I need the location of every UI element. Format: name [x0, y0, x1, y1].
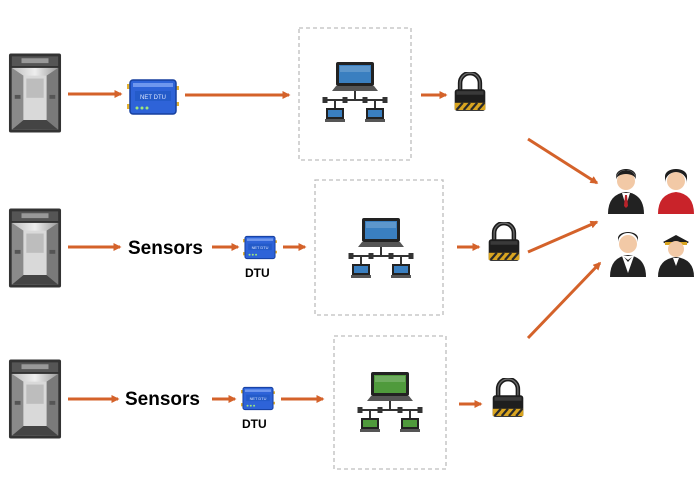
arrow: [527, 220, 599, 254]
arrow: [526, 261, 602, 340]
dtu-label: DTU: [245, 266, 270, 280]
network-icon: [348, 218, 414, 278]
network-box-3: [333, 335, 447, 470]
users-group: [608, 169, 694, 277]
elevator-icon: [8, 359, 62, 439]
dtu-label: DTU: [242, 417, 267, 431]
person-icon: [658, 235, 694, 277]
dtu-device-icon: [241, 386, 275, 411]
network-icon: [322, 62, 388, 122]
person-icon: [658, 169, 694, 214]
sensors-label: Sensors: [128, 238, 203, 259]
arrow: [527, 137, 599, 185]
network-box-2: [314, 179, 444, 316]
lock-icon: [489, 223, 520, 261]
dtu-device-icon: [243, 235, 277, 260]
lock-icon: [493, 379, 524, 417]
network-box-1: [298, 27, 412, 161]
person-icon: [608, 169, 644, 214]
sensors-label: Sensors: [125, 389, 200, 410]
network-icon: [357, 372, 423, 432]
lock-icon: [455, 73, 486, 111]
elevator-icon: [8, 53, 62, 133]
dtu-device-icon: [127, 79, 179, 115]
elevator-icon: [8, 208, 62, 288]
person-icon: [610, 232, 646, 277]
